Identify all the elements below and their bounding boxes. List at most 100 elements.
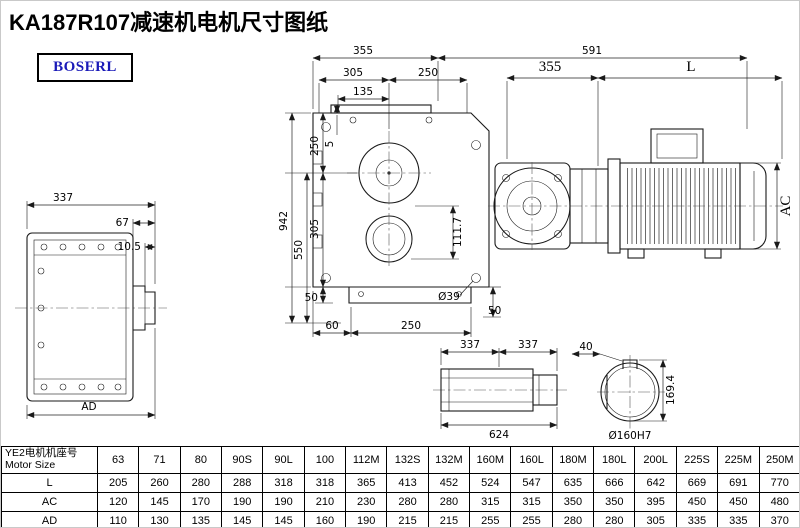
dim-bore-height: 169.4 [665,375,677,405]
motor-size-cell: 200L [634,446,677,474]
dim-value-cell: 190 [221,492,264,512]
dim-value-cell: 205 [96,473,140,493]
dim-motor-len: L [686,59,695,75]
motor-size-cell: 100 [303,446,347,474]
motor-size-cell: 132S [386,446,429,474]
header-label-cn: YE2电机机座号 [5,447,78,460]
dim-value-cell: 145 [138,492,181,512]
dim-value-cell: 635 [551,473,595,493]
dim-value-cell: 170 [179,492,223,512]
dim-value-cell: 260 [138,473,181,493]
motor-size-cell: 63 [96,446,140,474]
motor-size-cell: 160M [469,446,512,474]
dim-front-mid2: 250 [418,67,438,79]
dim-value-cell: 255 [510,511,553,527]
dim-value-cell: 669 [675,473,719,493]
motor-size-cell: 225S [675,446,719,474]
brand-logo: BOSERL [37,53,133,82]
dim-value-cell: 413 [386,473,429,493]
dim-motor-diameter: AC [778,196,794,217]
dim-side-width: 337 [53,192,73,204]
dim-front-top1: 355 [353,45,373,57]
dim-front-hole: Ø39 [438,291,460,303]
dim-value-cell: 210 [303,492,347,512]
shaft-section-view: 40 169.4 Ø160H7 [571,341,677,442]
dim-value-cell: 120 [96,492,140,512]
gearbox-front-view: 355 591 305 250 135 942 550 305 [278,45,748,337]
dim-value-cell: 255 [469,511,512,527]
dim-value-cell: 190 [262,492,305,512]
dim-value-cell: 691 [717,473,760,493]
dim-value-cell: 642 [634,473,677,493]
dim-value-cell: 215 [386,511,429,527]
dim-value-cell: 350 [593,492,636,512]
dim-shaft-seg1: 337 [460,339,480,351]
dim-shaft-seg2: 337 [518,339,538,351]
dim-bore-key: 40 [579,341,592,353]
dim-front-inner: 135 [353,86,373,98]
dim-value-cell: 365 [345,473,388,493]
dim-front-left-total: 942 [278,211,290,231]
dim-value-cell: 770 [758,473,799,493]
dim-value-cell: 318 [303,473,347,493]
dim-front-bottom-left: 50 [305,292,318,304]
motor-size-cell: 250M [758,446,799,474]
dim-value-cell: 315 [510,492,553,512]
dim-front-top2: 591 [582,45,602,57]
motor-size-cell: 90S [221,446,264,474]
dim-side-hub: 67 [116,217,129,229]
motor-size-cell: 160L [510,446,553,474]
dim-shaft-total: 624 [489,429,509,441]
dim-value-cell: 524 [469,473,512,493]
dim-value-cell: 110 [96,511,140,527]
dim-side-step: 10.5 [118,241,141,253]
dim-front-right-inner: 111.7 [452,217,464,247]
dim-value-cell: 280 [179,473,223,493]
dim-value-cell: 480 [758,492,799,512]
dim-value-cell: 190 [345,511,388,527]
dim-value-cell: 395 [634,492,677,512]
motor-assembly-view: 355 L AC [488,59,794,259]
dim-value-cell: 335 [675,511,719,527]
page-title: KA187R107减速机电机尺寸图纸 [9,10,329,35]
dim-value-cell: 666 [593,473,636,493]
dim-value-cell: 335 [717,511,760,527]
dim-value-cell: 280 [427,492,471,512]
dim-motor-front-len: 355 [539,59,562,75]
hollow-shaft-view: 337 337 624 [433,339,567,441]
motor-size-cell: 80 [179,446,223,474]
dim-value-cell: 288 [221,473,264,493]
dim-value-cell: 230 [345,492,388,512]
dim-value-cell: 130 [138,511,181,527]
dim-value-cell: 160 [303,511,347,527]
dim-value-cell: 280 [551,511,595,527]
dim-value-cell: 315 [469,492,512,512]
motor-size-cell: 112M [345,446,388,474]
dim-row-label: AC [1,492,98,512]
dim-bore-diameter: Ø160H7 [609,430,652,442]
dim-value-cell: 280 [593,511,636,527]
motor-size-cell: 71 [138,446,181,474]
motor-size-cell: 225M [717,446,760,474]
dim-front-left-mid: 305 [309,219,321,239]
technical-drawing: 337 67 10.5 AD [15,45,794,442]
dim-front-bottom-a: 60 [325,320,338,332]
dim-value-cell: 305 [634,511,677,527]
dim-value-cell: 452 [427,473,471,493]
dim-row-label: L [1,473,98,493]
motor-size-cell: 180M [551,446,595,474]
motor-size-cell: 132M [427,446,471,474]
dim-value-cell: 215 [427,511,471,527]
motor-size-cell: 180L [593,446,636,474]
dim-value-cell: 135 [179,511,223,527]
dim-value-cell: 450 [717,492,760,512]
dim-side-ad: AD [81,401,96,413]
dim-front-left-small: 5 [324,141,336,148]
dim-value-cell: 350 [551,492,595,512]
